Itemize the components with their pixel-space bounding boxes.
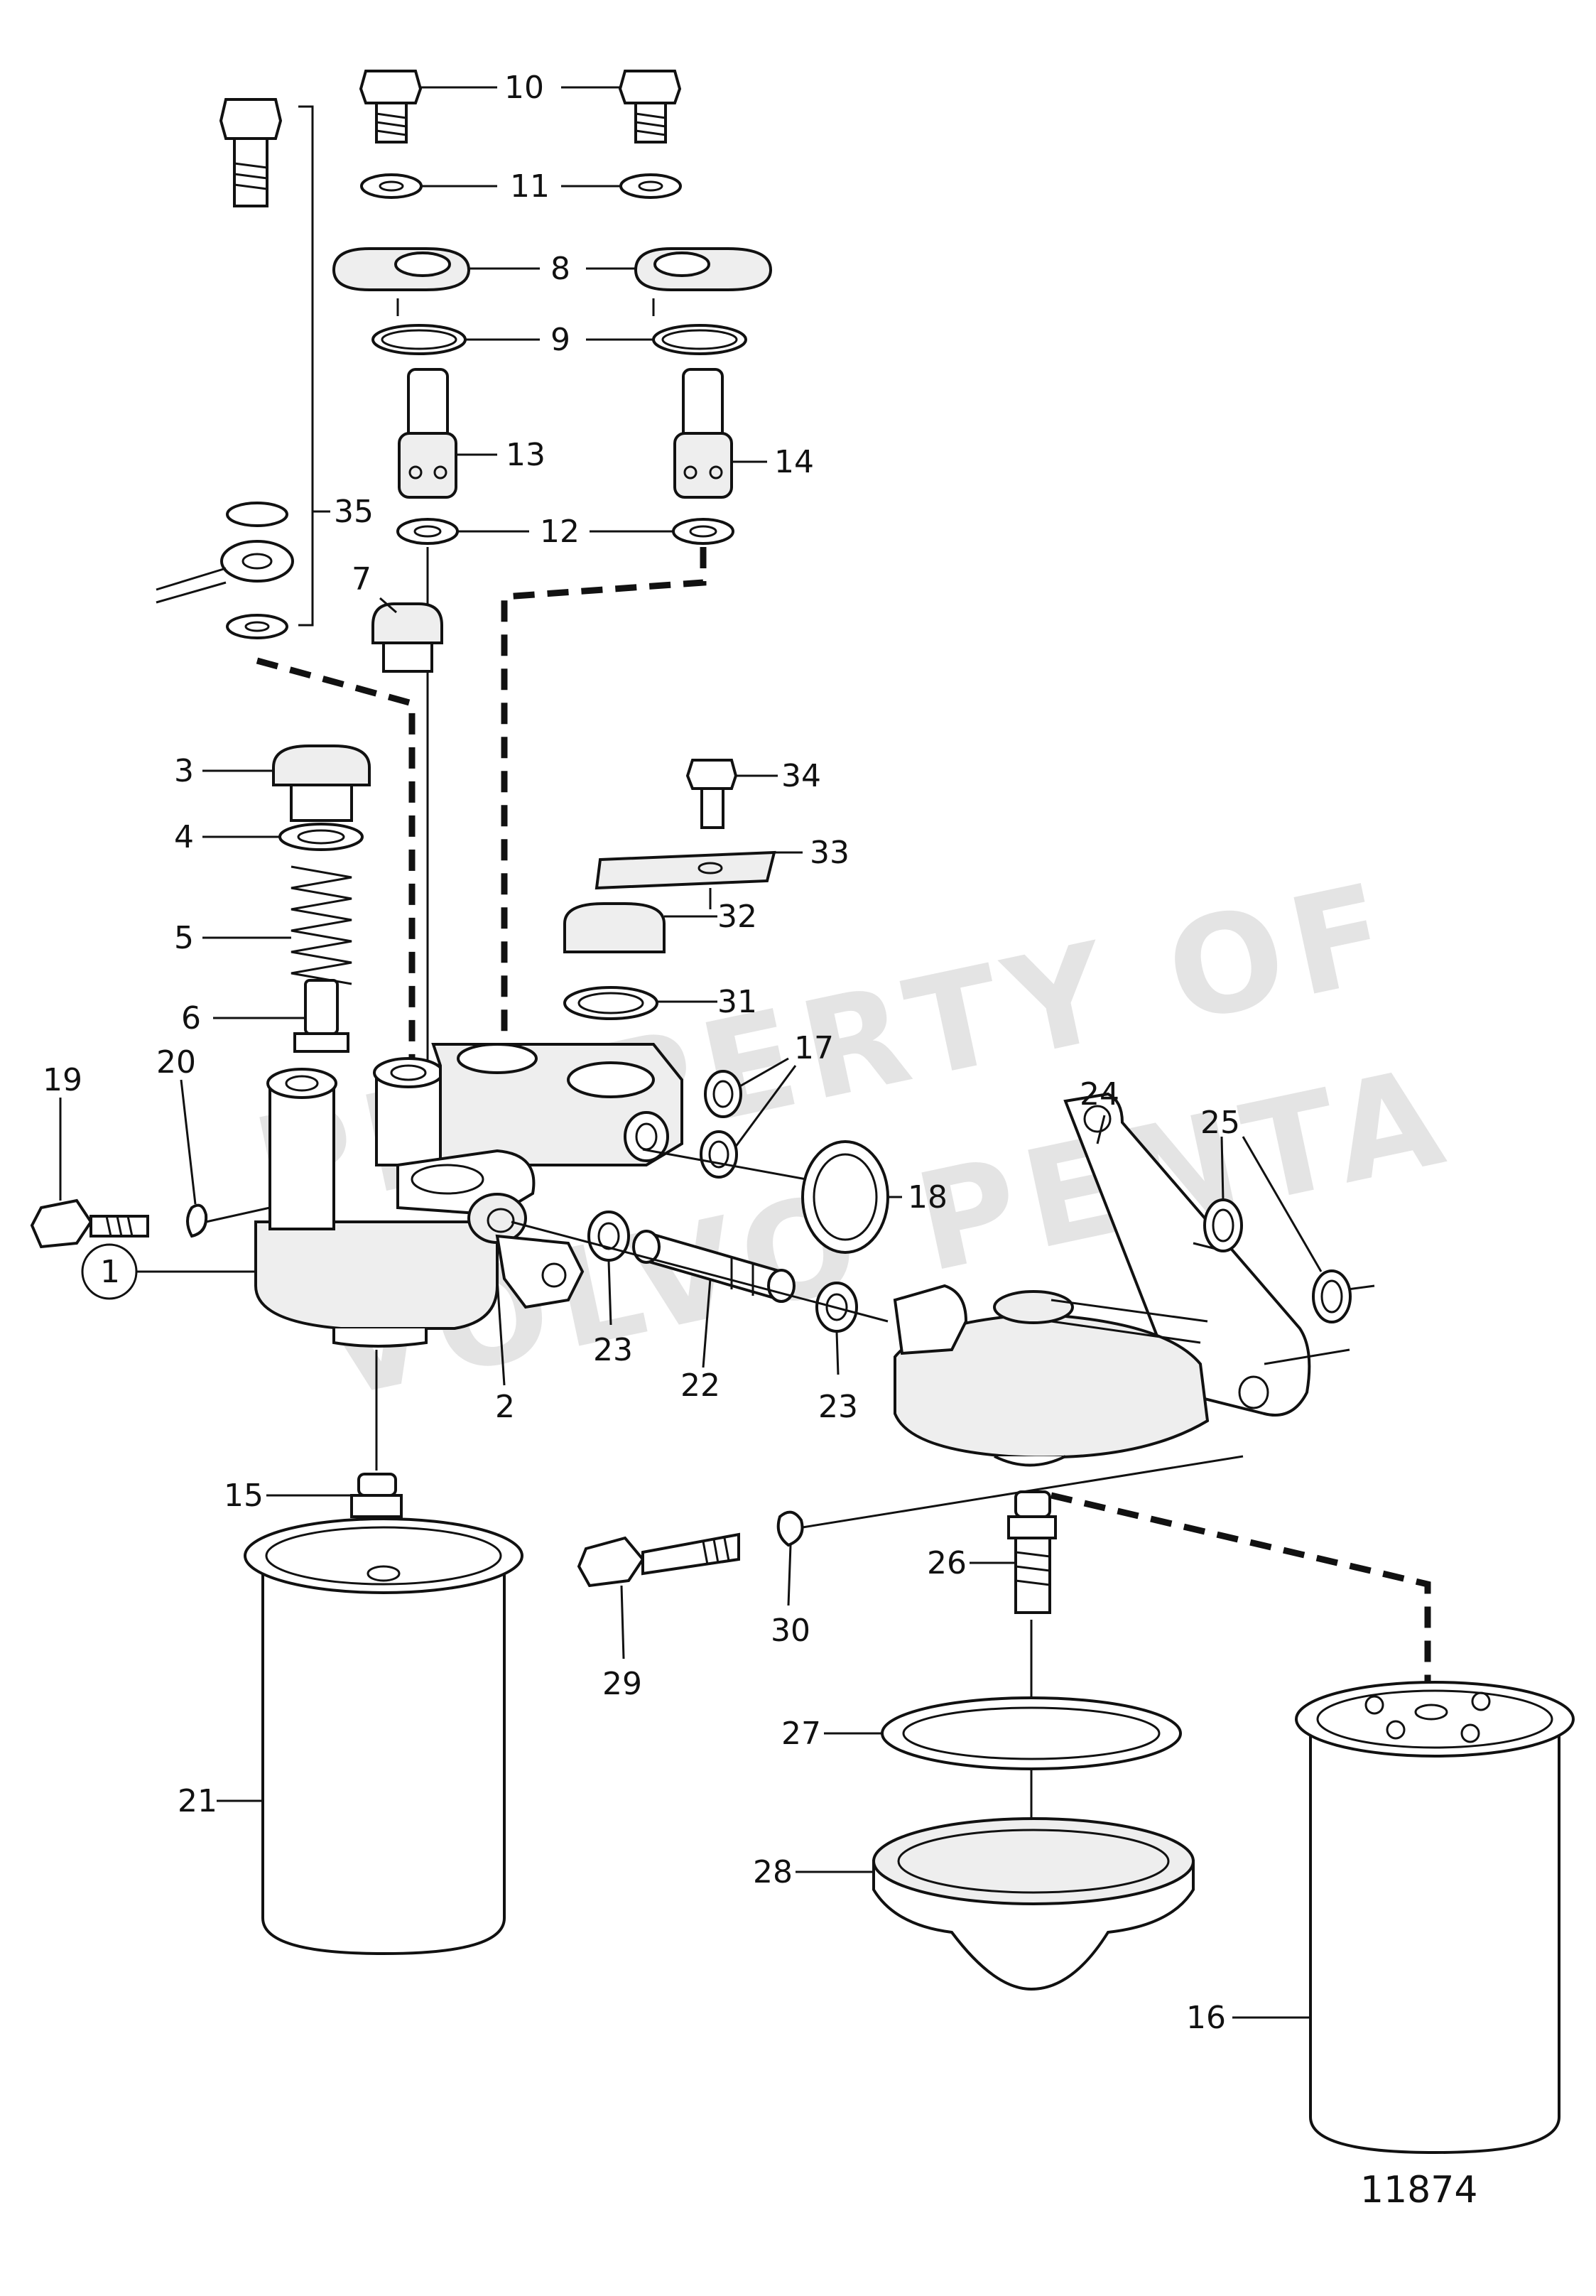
pipe-22 <box>632 1230 796 1303</box>
bolt-19 <box>30 1198 149 1249</box>
label-25: 25 <box>1200 1105 1240 1141</box>
label-35: 35 <box>334 494 374 530</box>
o-ring-25-left <box>1203 1198 1243 1252</box>
dashed-link-filter-16 <box>1050 1492 1431 1705</box>
label-8: 8 <box>550 251 570 287</box>
label-33: 33 <box>810 835 849 871</box>
label-6: 6 <box>181 1000 201 1036</box>
o-ring-17-bottom <box>700 1130 738 1179</box>
valve-stack-right <box>618 70 773 545</box>
washer-23-left <box>587 1211 630 1262</box>
label-16: 16 <box>1186 2000 1226 2036</box>
plug-7 <box>371 602 443 673</box>
label-12: 12 <box>540 514 580 550</box>
label-9: 9 <box>550 322 570 358</box>
filter-housing-right-24 <box>893 1092 1311 1467</box>
label-29: 29 <box>602 1666 642 1702</box>
nipple-26 <box>1007 1490 1057 1614</box>
label-7: 7 <box>352 561 371 597</box>
label-20: 20 <box>156 1044 196 1081</box>
label-11: 11 <box>510 168 550 205</box>
label-32: 32 <box>717 899 757 935</box>
cover-32-seal-31 <box>563 902 666 1020</box>
label-17: 17 <box>794 1030 834 1066</box>
label-10-left: 10 <box>504 70 544 106</box>
seal-18 <box>801 1140 889 1254</box>
plate-33-screw-34 <box>595 759 776 909</box>
washer-30 <box>776 1510 804 1547</box>
dashed-link-valve-14 <box>501 547 707 1037</box>
callouts: 10 11 8 9 13 14 12 35 7 3 4 5 6 34 <box>43 70 1323 2036</box>
washer-20 <box>186 1203 208 1238</box>
relief-valve-stack <box>272 744 371 1053</box>
label-15: 15 <box>224 1478 264 1514</box>
label-18: 18 <box>908 1179 948 1215</box>
label-30: 30 <box>771 1613 810 1649</box>
banjo-fitting-35 <box>156 98 314 639</box>
o-ring-17-top <box>704 1070 742 1118</box>
label-22: 22 <box>680 1368 720 1404</box>
bolt-29 <box>577 1532 740 1588</box>
bowl-28 <box>872 1817 1195 1991</box>
label-24: 24 <box>1080 1076 1119 1112</box>
valve-stack-left <box>332 70 471 1087</box>
label-1: 1 <box>100 1254 120 1290</box>
label-26: 26 <box>927 1545 967 1581</box>
label-23-right: 23 <box>818 1389 858 1425</box>
filter-cartridge-16 <box>1295 1681 1575 2155</box>
label-34: 34 <box>781 758 821 794</box>
label-14: 14 <box>774 444 814 480</box>
label-2: 2 <box>495 1389 515 1425</box>
filter-housing-main <box>254 1043 683 1348</box>
label-19: 19 <box>43 1062 82 1098</box>
label-27: 27 <box>781 1716 821 1752</box>
o-ring-25-right <box>1312 1269 1352 1323</box>
label-5: 5 <box>174 920 194 956</box>
label-23-left: 23 <box>593 1332 633 1368</box>
label-13: 13 <box>506 437 545 473</box>
label-31: 31 <box>717 984 757 1020</box>
dashed-link-banjo <box>256 657 416 1066</box>
figure-number: 11874 <box>1360 2169 1477 2211</box>
label-28: 28 <box>753 1854 793 1890</box>
label-4: 4 <box>174 819 194 855</box>
label-3: 3 <box>174 753 194 789</box>
label-21: 21 <box>178 1783 217 1819</box>
filter-cartridge-21 <box>244 1517 523 1956</box>
